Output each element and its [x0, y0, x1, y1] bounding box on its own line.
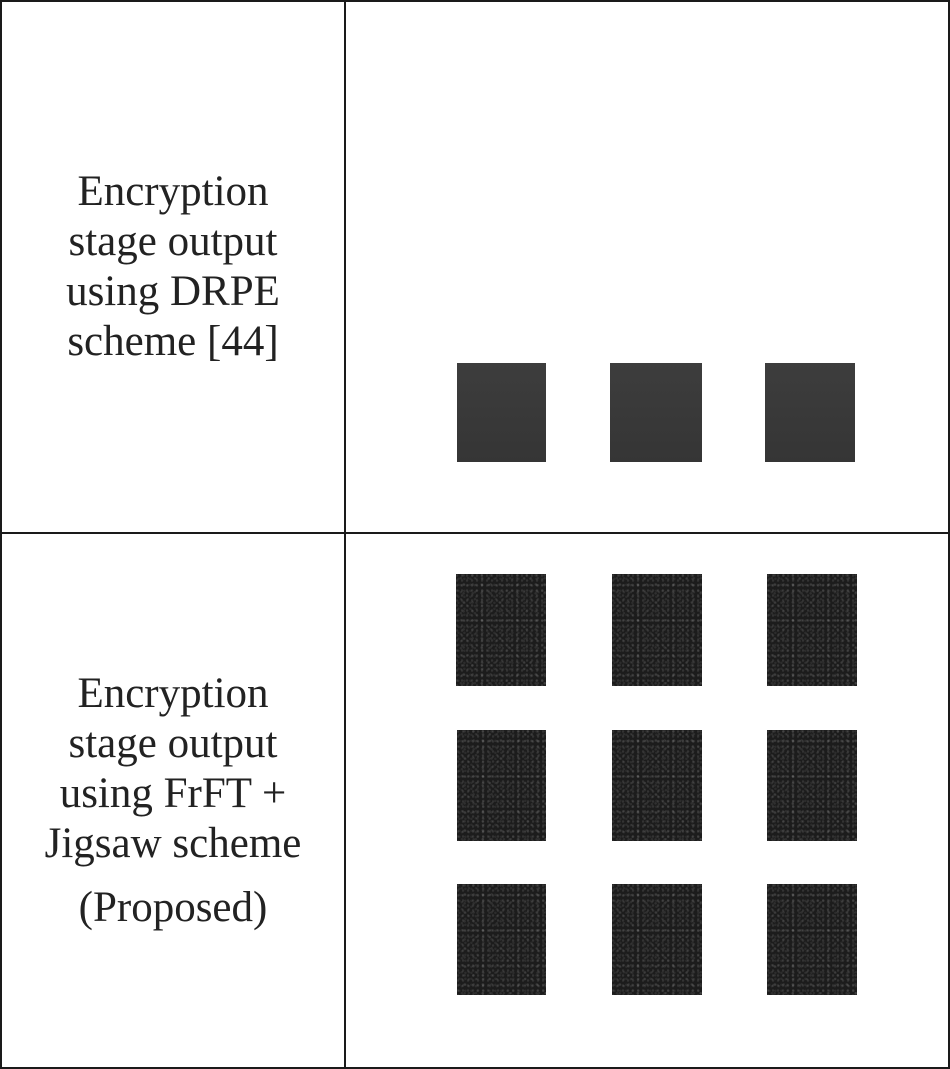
jigsaw-encrypted-image-5	[612, 730, 702, 841]
jigsaw-encrypted-image-7	[457, 884, 546, 995]
drpe-label: Encryption stage output using DRPE schem…	[66, 168, 280, 365]
jigsaw-encrypted-image-6	[767, 730, 857, 841]
proposed-label: Encryption stage output using FrFT + Jig…	[44, 669, 302, 867]
jigsaw-encrypted-image-3	[767, 574, 857, 686]
drpe-label-cell: Encryption stage output using DRPE schem…	[2, 2, 344, 532]
jigsaw-encrypted-image-2	[612, 574, 702, 686]
jigsaw-encrypted-image-4	[457, 730, 546, 841]
drpe-encrypted-image-3	[765, 363, 855, 462]
jigsaw-encrypted-image-1	[456, 574, 546, 686]
column-divider	[344, 0, 346, 1069]
drpe-encrypted-image-1	[457, 363, 546, 462]
jigsaw-encrypted-image-9	[767, 884, 857, 995]
jigsaw-encrypted-image-8	[612, 884, 702, 995]
drpe-encrypted-image-2	[610, 363, 702, 462]
proposed-note: (Proposed)	[78, 883, 268, 931]
proposed-label-cell: Encryption stage output using FrFT + Jig…	[2, 534, 344, 1067]
row-divider	[0, 532, 950, 534]
